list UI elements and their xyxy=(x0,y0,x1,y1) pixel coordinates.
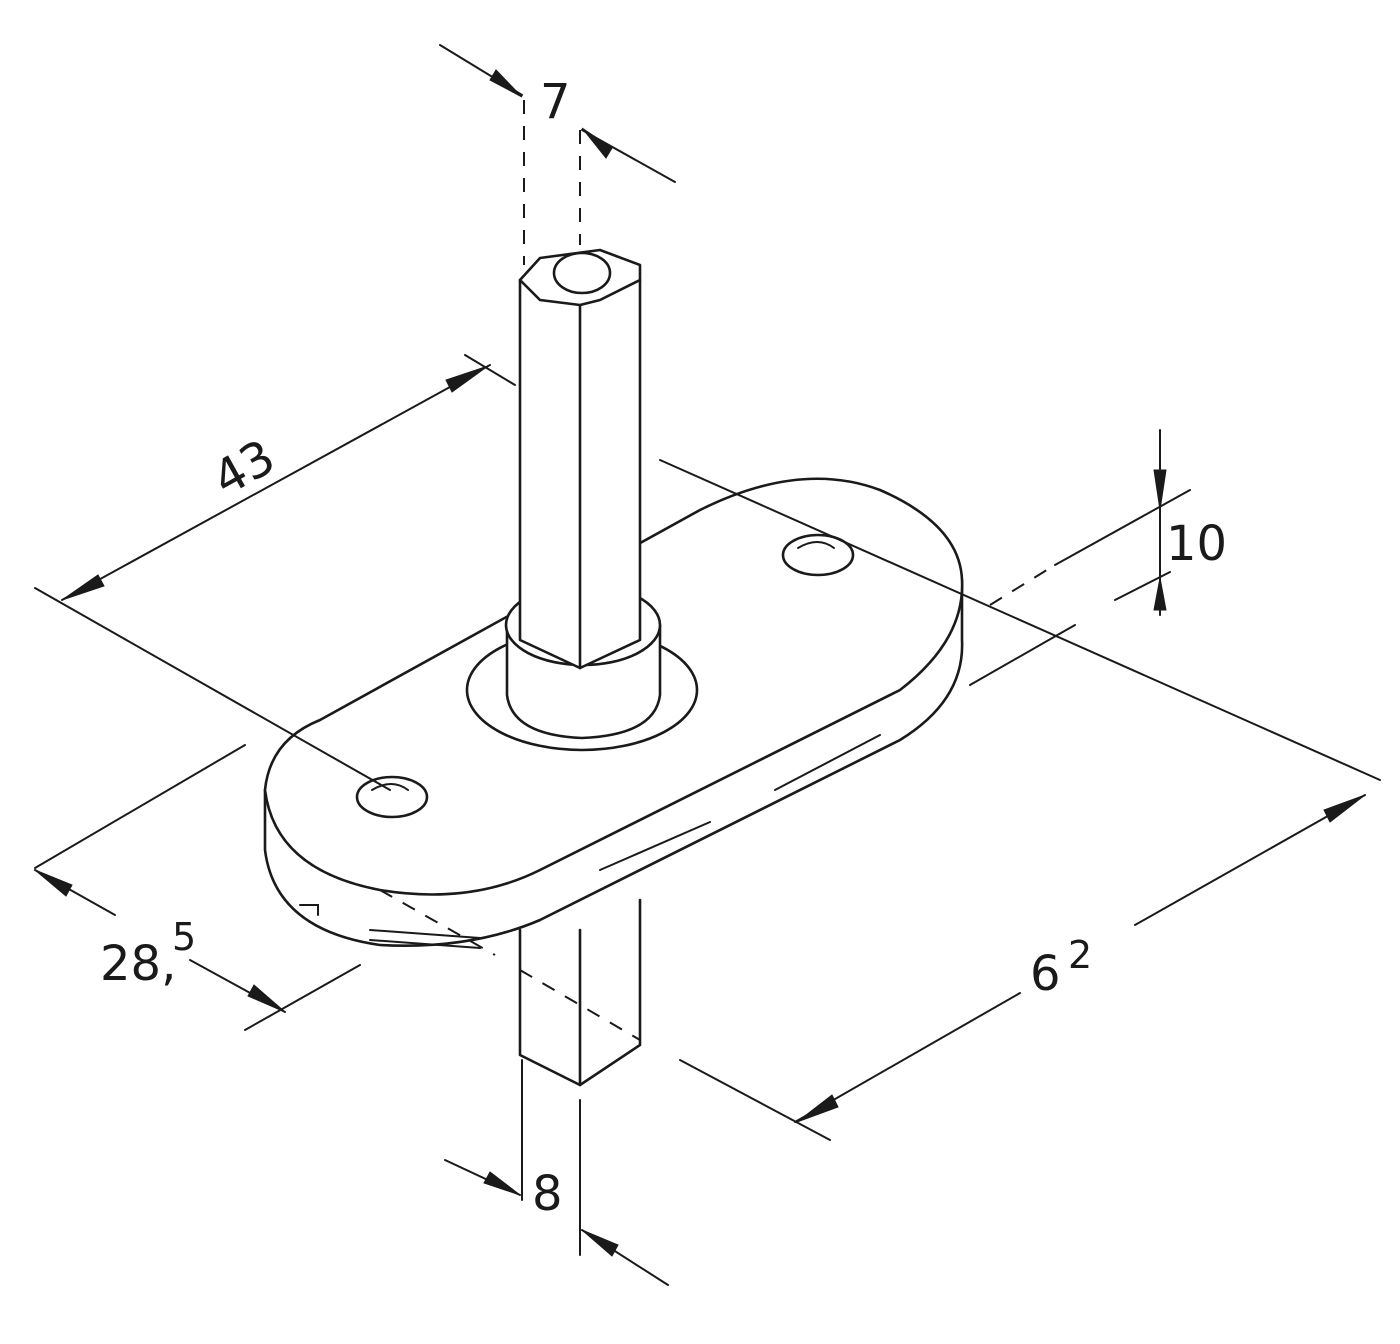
dim-label-62-main: 6 xyxy=(1030,946,1061,1002)
screw-hole-right xyxy=(781,533,855,577)
dimension-8: 8 xyxy=(444,1059,669,1286)
dim-label-8: 8 xyxy=(532,1166,563,1222)
dimension-28-5: 28, 5 xyxy=(34,744,496,1031)
screw-hole-left xyxy=(355,775,429,819)
top-square-pin xyxy=(504,248,662,740)
dim-label-28-5-frac: 5 xyxy=(172,915,196,959)
dimension-10: 10 xyxy=(989,429,1227,616)
dimension-7: 7 xyxy=(439,44,676,265)
dim-label-10: 10 xyxy=(1166,516,1227,572)
dim-label-7: 7 xyxy=(540,74,571,130)
bottom-square-pin xyxy=(518,898,642,1087)
dim-label-43: 43 xyxy=(204,429,285,508)
dim-label-62-sup: 2 xyxy=(1068,933,1092,977)
dimension-62: 6 2 xyxy=(659,459,1381,1141)
dim-label-28-5-main: 28, xyxy=(100,936,176,992)
